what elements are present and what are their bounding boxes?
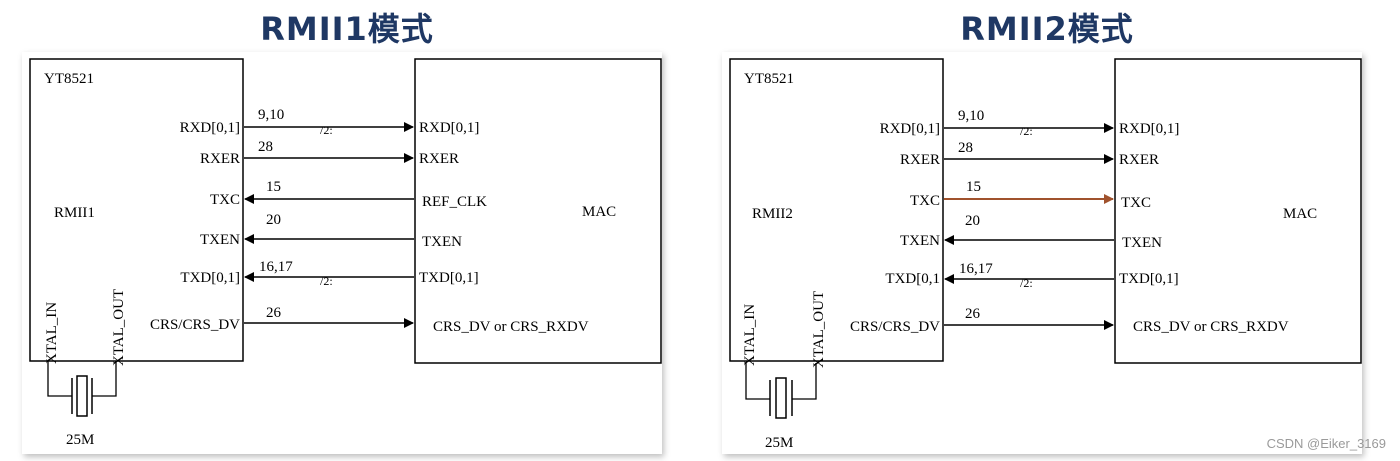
mac-box <box>414 58 662 364</box>
phy-box <box>729 58 944 362</box>
rxd-left-label: RXD[0,1] <box>880 121 940 137</box>
txc-right-label: REF_CLK <box>422 194 487 210</box>
xtal-out-wire <box>92 361 117 397</box>
txc-right-label: TXC <box>1121 195 1151 211</box>
rxd-left-label: RXD[0,1] <box>180 120 240 136</box>
txen-left-label: TXEN <box>200 232 240 248</box>
txc-left-label: TXC <box>210 192 240 208</box>
txc-pins-label: 15 <box>966 179 981 195</box>
txc-left-label: TXC <box>910 193 940 209</box>
xtal-in-label: XTAL_IN <box>44 302 60 364</box>
rxer-pins-label: 28 <box>958 140 973 156</box>
diagram-panel-rmii2: YT8521 RMII2 MAC RXD[0,1] 9,10 /2: RXD[0… <box>722 52 1362 454</box>
txd-left-label: TXD[0,1] <box>180 270 240 286</box>
txen-pins-label: 20 <box>965 213 980 229</box>
crs-right-label: CRS_DV or CRS_RXDV <box>1133 319 1289 335</box>
mac-label: MAC <box>582 204 616 220</box>
txd-right-label: TXD[0,1] <box>419 270 479 286</box>
rxd-pins-label: 9,10 <box>958 108 984 124</box>
txd-pins-label: 16,17 <box>959 261 993 277</box>
rxer-left-label: RXER <box>200 151 240 167</box>
rxd-right-label: RXD[0,1] <box>1119 121 1179 137</box>
watermark: CSDN @Eiker_3169 <box>1266 436 1386 451</box>
crystal-body <box>76 375 88 417</box>
rxd-div-label: /2: <box>1020 124 1033 138</box>
rxer-pins-label: 28 <box>258 139 273 155</box>
rxd-right-label: RXD[0,1] <box>419 120 479 136</box>
txd-left-label: TXD[0,1 <box>885 271 940 287</box>
txen-left-label: TXEN <box>900 233 940 249</box>
txc-pins-label: 15 <box>266 179 281 195</box>
xtal-out-label: XTAL_OUT <box>811 291 827 368</box>
crs-right-label: CRS_DV or CRS_RXDV <box>433 319 589 335</box>
crs-pins-label: 26 <box>266 305 282 321</box>
diagram-panel-rmii1: YT8521 RMII1 MAC RXD[0,1] 9,10 /2: RXD[0… <box>22 52 662 454</box>
xtal-in-wire <box>47 361 72 397</box>
txen-right-label: TXEN <box>1122 235 1162 251</box>
mac-label: MAC <box>1283 206 1317 222</box>
diagram-svg-rmii1: YT8521 RMII1 MAC RXD[0,1] 9,10 /2: RXD[0… <box>29 58 662 448</box>
diagram-svg-rmii2: YT8521 RMII2 MAC RXD[0,1] 9,10 /2: RXD[0… <box>729 58 1362 451</box>
xtal-out-wire <box>792 363 817 400</box>
mac-box <box>1114 58 1362 364</box>
xtal-in-wire <box>745 363 770 400</box>
phy-chip-label: YT8521 <box>44 71 94 87</box>
rxd-div-label: /2: <box>320 123 333 137</box>
rxer-right-label: RXER <box>1119 152 1159 168</box>
phy-box <box>29 58 244 362</box>
xtal-in-label: XTAL_IN <box>742 304 758 366</box>
xtal-out-label: XTAL_OUT <box>111 289 127 366</box>
txen-pins-label: 20 <box>266 212 281 228</box>
txd-right-label: TXD[0,1] <box>1119 271 1179 287</box>
crystal-freq-label: 25M <box>66 432 94 448</box>
crs-left-label: CRS/CRS_DV <box>150 317 240 333</box>
txd-div-label: /2: <box>320 274 333 288</box>
rxer-left-label: RXER <box>900 152 940 168</box>
diagram-title-rmii2: RMII2模式 <box>960 10 1134 48</box>
txd-div-label: /2: <box>1020 276 1033 290</box>
txen-right-label: TXEN <box>422 234 462 250</box>
phy-mode-label: RMII1 <box>54 205 95 221</box>
crs-pins-label: 26 <box>965 306 981 322</box>
rxd-pins-label: 9,10 <box>258 107 284 123</box>
crystal-body <box>775 377 787 419</box>
txd-pins-label: 16,17 <box>259 259 293 275</box>
rxer-right-label: RXER <box>419 151 459 167</box>
crs-left-label: CRS/CRS_DV <box>850 319 940 335</box>
crystal-freq-label: 25M <box>765 435 793 451</box>
diagram-title-rmii1: RMII1模式 <box>260 10 434 48</box>
phy-mode-label: RMII2 <box>752 206 793 222</box>
phy-chip-label: YT8521 <box>744 71 794 87</box>
